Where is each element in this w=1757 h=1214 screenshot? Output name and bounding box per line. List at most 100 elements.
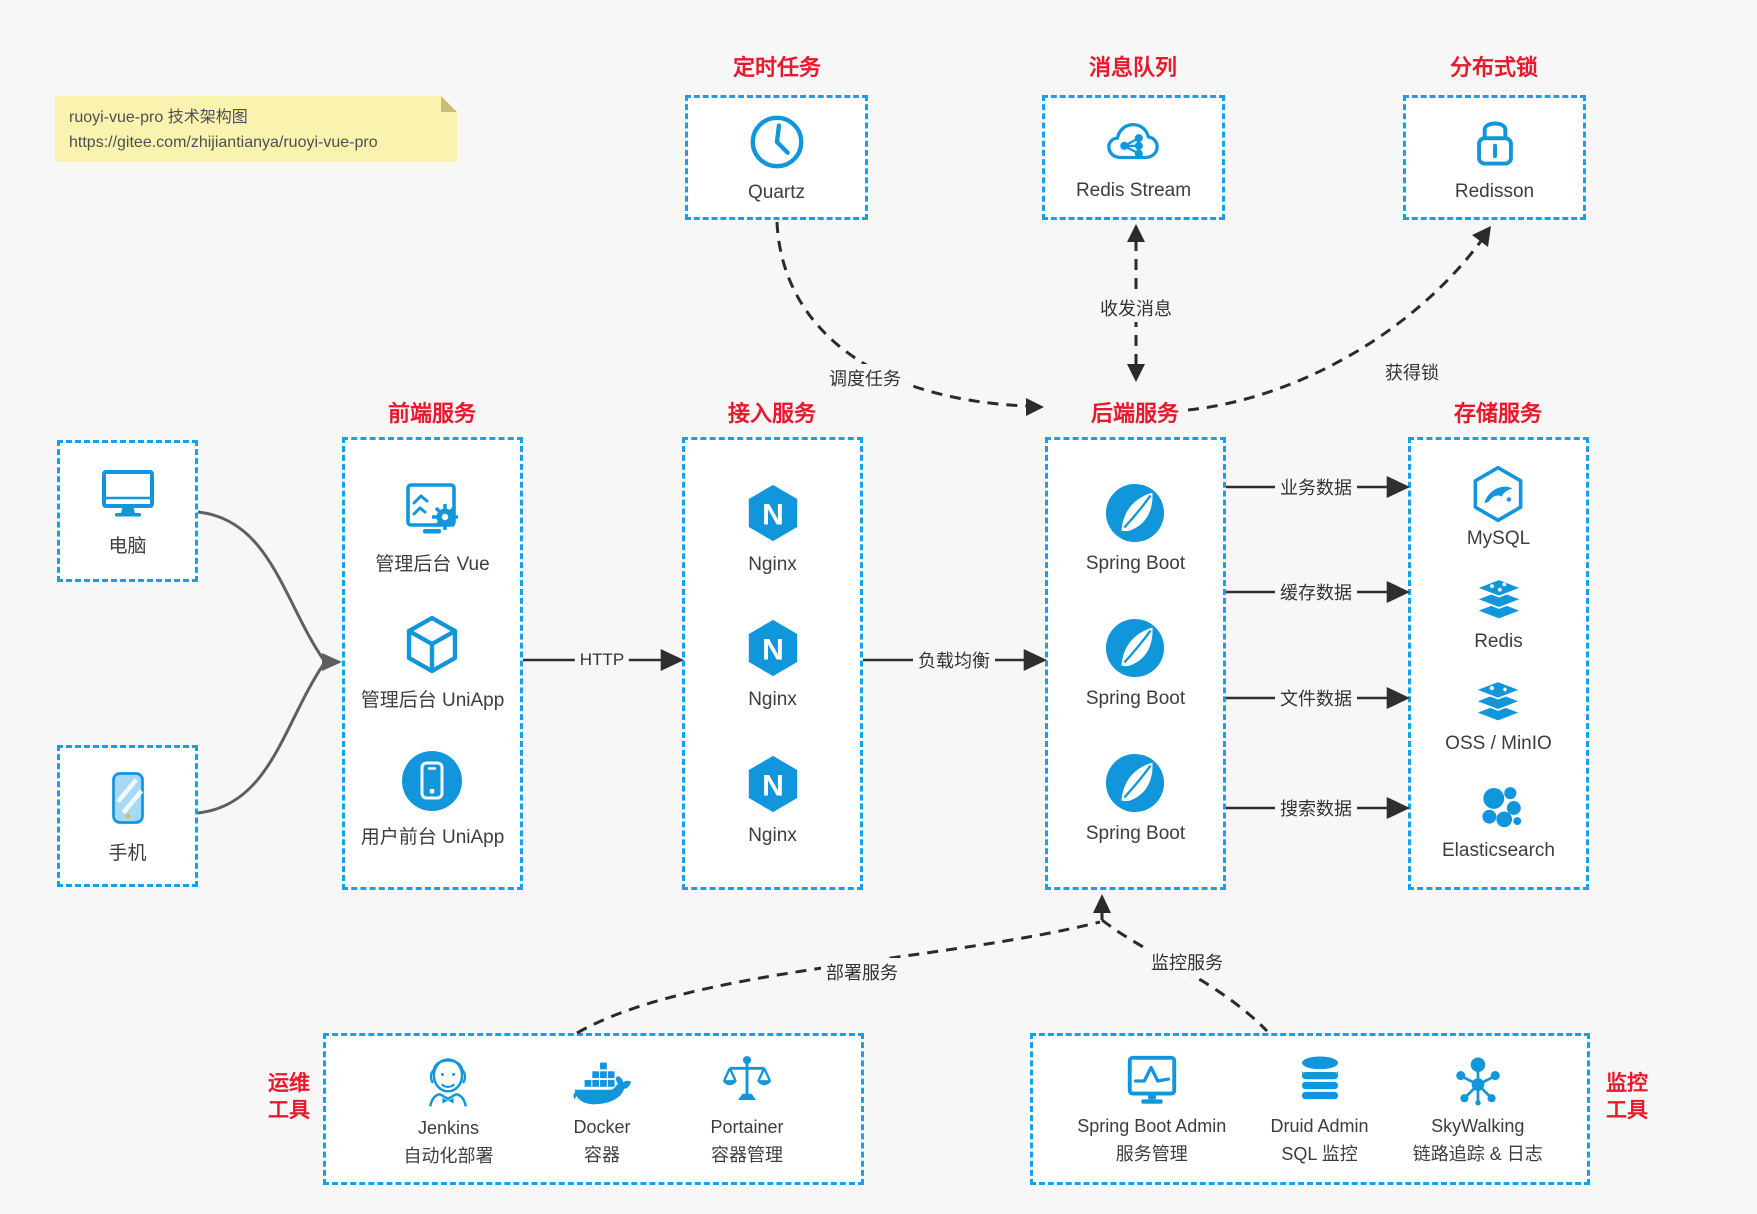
- edge-label-monitor: 监控服务: [1146, 948, 1228, 976]
- edge-label-cache-data: 缓存数据: [1275, 578, 1357, 606]
- node-spring-boot-1: Spring Boot: [1086, 482, 1185, 575]
- node-jenkins: Jenkins 自动化部署: [403, 1050, 493, 1168]
- note-url: https://gitee.com/zhijiantianya/ruoyi-vu…: [69, 134, 378, 151]
- phone-box: 手机: [57, 745, 198, 887]
- merge-arrowhead: [322, 653, 342, 671]
- edge-label-schedule: 调度任务: [824, 364, 906, 392]
- node-label: Quartz: [747, 182, 806, 203]
- node-label: MySQL: [1466, 528, 1531, 550]
- redis-stream-box: Redis Stream: [1042, 95, 1225, 220]
- group-title-storage: 存储服务: [1453, 401, 1543, 426]
- computer-box: 电脑: [57, 440, 198, 582]
- node-label: Spring Boot: [1085, 553, 1186, 574]
- admin-vue-icon: [406, 482, 459, 534]
- title-note: ruoyi-vue-pro 技术架构图 https://gitee.com/zh…: [55, 96, 457, 162]
- lock-icon: [1476, 121, 1513, 166]
- node-redis-stream: Redis Stream: [1076, 113, 1191, 202]
- group-title-message-queue: 消息队列: [1088, 55, 1178, 80]
- edge-label-file-data: 文件数据: [1275, 684, 1357, 712]
- mysql-icon: [1474, 466, 1523, 523]
- svg-text:N: N: [762, 634, 784, 667]
- node-label: Redis: [1474, 630, 1523, 652]
- node-desc: 容器: [583, 1145, 620, 1165]
- note-fold-corner: [441, 96, 457, 112]
- node-nginx-2: N Nginx: [742, 616, 804, 711]
- node-nginx-1: N Nginx: [742, 481, 804, 576]
- node-admin-uniapp: 管理后台 UniApp: [360, 614, 505, 712]
- node-spring-boot-3: Spring Boot: [1086, 752, 1185, 845]
- node-admin-vue: 管理后台 Vue: [375, 478, 490, 576]
- edge-label-search-data: 搜索数据: [1275, 794, 1357, 822]
- group-title-scheduled-jobs: 定时任务: [732, 55, 822, 80]
- nginx-icon: N: [748, 619, 797, 677]
- node-quartz: Quartz: [746, 111, 808, 204]
- monitor-tools-box: Spring Boot Admin 服务管理 Druid Admin SQL 监…: [1030, 1033, 1590, 1185]
- node-label: Elasticsearch: [1442, 839, 1555, 861]
- redis-stack-icon: [1473, 577, 1524, 621]
- redisson-box: Redisson: [1403, 95, 1586, 220]
- group-title-ops-tools: 运维 工具: [268, 1072, 310, 1122]
- node-computer: 电脑: [96, 464, 160, 558]
- edge-label-acquire-lock: 获得锁: [1380, 358, 1444, 386]
- node-portainer: Portainer 容器管理: [710, 1051, 784, 1167]
- spring-icon: [1106, 753, 1165, 813]
- node-label: Spring Boot Admin: [1077, 1116, 1227, 1136]
- database-icon: [1301, 1056, 1338, 1100]
- nginx-icon: N: [748, 755, 797, 812]
- cloud-share-icon: [1107, 122, 1160, 160]
- node-docker: Docker 容器: [571, 1051, 633, 1167]
- quartz-box: Quartz: [685, 95, 868, 220]
- node-skywalking: SkyWalking 链路追踪 & 日志: [1413, 1052, 1543, 1166]
- gateway-services-box: N Nginx N Nginx N Nginx: [682, 437, 863, 890]
- node-redisson: Redisson: [1455, 112, 1534, 203]
- uniapp-cube-icon: [407, 615, 458, 673]
- group-title-backend: 后端服务: [1090, 401, 1180, 426]
- svg-text:N: N: [762, 498, 784, 531]
- node-desc: 链路追踪 & 日志: [1412, 1144, 1543, 1164]
- spring-icon: [1106, 483, 1165, 543]
- group-title-distributed-lock: 分布式锁: [1449, 55, 1539, 80]
- node-oss-minio: OSS / MinIO: [1445, 678, 1552, 755]
- node-spring-boot-admin: Spring Boot Admin 服务管理: [1077, 1052, 1226, 1166]
- node-redis: Redis: [1471, 576, 1527, 653]
- node-label: Druid Admin: [1270, 1116, 1369, 1136]
- group-title-gateway: 接入服务: [727, 401, 817, 426]
- note-title: ruoyi-vue-pro 技术架构图: [69, 109, 248, 126]
- ops-tools-box: Jenkins 自动化部署 Docker 容器: [323, 1033, 864, 1185]
- spring-icon: [1106, 618, 1165, 678]
- node-label: 管理后台 UniApp: [360, 689, 505, 711]
- elasticsearch-icon: [1481, 786, 1521, 827]
- node-desc: 服务管理: [1115, 1144, 1188, 1164]
- mobile-app-icon: [402, 751, 463, 812]
- jenkins-icon: [429, 1058, 468, 1107]
- client-merge-curves: [197, 510, 325, 815]
- portainer-icon: [722, 1056, 772, 1101]
- monitor-chart-icon: [1127, 1055, 1176, 1104]
- node-label: Portainer: [710, 1117, 784, 1137]
- smartphone-icon: [111, 772, 144, 824]
- client-label: 手机: [108, 843, 147, 864]
- edge-label-business-data: 业务数据: [1275, 473, 1357, 501]
- edge-label-deploy: 部署服务: [821, 958, 903, 986]
- node-label: Redis Stream: [1075, 180, 1192, 201]
- storage-services-box: MySQL Redis: [1408, 437, 1589, 890]
- node-label: SkyWalking: [1431, 1116, 1525, 1136]
- node-label: Nginx: [748, 689, 797, 710]
- edge-label-load-balance: 负载均衡: [913, 646, 995, 674]
- group-title-monitor-tools: 监控 工具: [1606, 1072, 1648, 1122]
- node-phone: 手机: [99, 767, 157, 865]
- node-label: Spring Boot: [1085, 688, 1186, 709]
- svg-text:N: N: [762, 769, 784, 802]
- node-spring-boot-2: Spring Boot: [1086, 617, 1185, 710]
- node-label: 管理后台 Vue: [375, 553, 490, 575]
- node-user-uniapp: 用户前台 UniApp: [361, 749, 504, 849]
- node-label: Nginx: [748, 553, 797, 575]
- node-desc: 自动化部署: [403, 1146, 494, 1166]
- client-label: 电脑: [108, 536, 147, 557]
- oss-stack-icon: [1473, 680, 1524, 723]
- node-label: Spring Boot: [1085, 823, 1186, 844]
- nginx-icon: N: [748, 484, 797, 541]
- node-elasticsearch: Elasticsearch: [1442, 781, 1555, 862]
- edge-label-http: HTTP: [574, 649, 630, 671]
